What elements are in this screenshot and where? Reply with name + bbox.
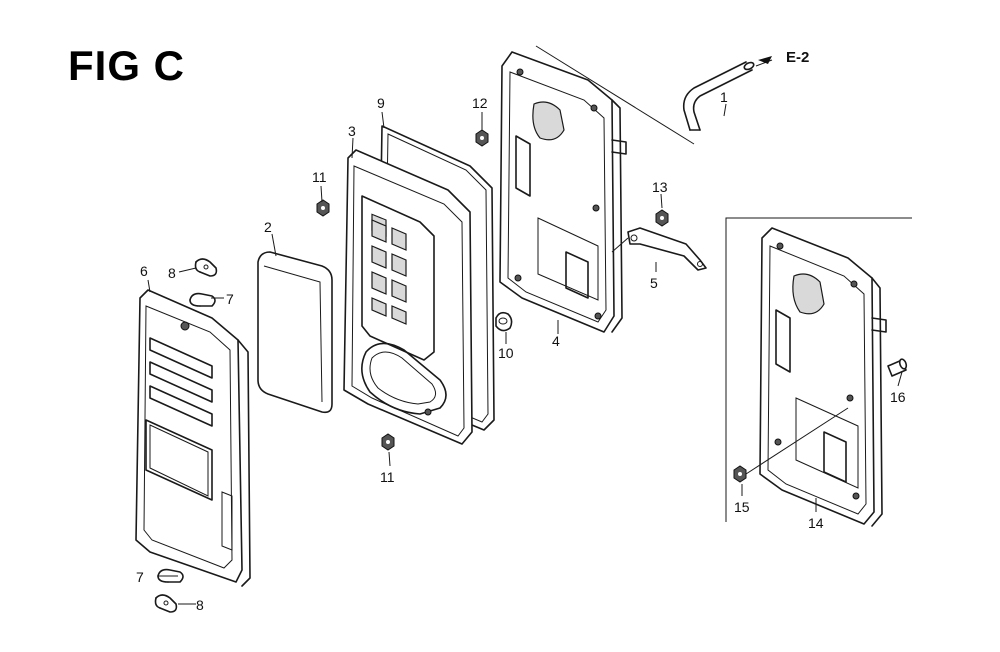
leader-lines — [147, 45, 912, 605]
fastener-11-upper-nut — [316, 199, 330, 217]
callout-10: 10 — [498, 345, 514, 361]
callout-11-upper: 11 — [312, 169, 327, 185]
callout-3: 3 — [348, 123, 356, 139]
callout-14: 14 — [808, 515, 824, 531]
part-1-breather-tube — [682, 61, 755, 131]
callout-15: 15 — [734, 499, 750, 515]
callout-1: 1 — [720, 89, 728, 105]
part-7-upper-clip — [189, 292, 216, 307]
fastener-11-lower-nut — [381, 433, 395, 451]
part-7-lower-clip — [157, 568, 184, 583]
callout-9: 9 — [377, 95, 385, 111]
callout-4: 4 — [552, 333, 560, 349]
part-14-base-plate — [759, 227, 887, 527]
reference-e2: E-2 — [758, 49, 809, 66]
fastener-12-nut — [475, 129, 489, 147]
callout-16: 16 — [890, 389, 906, 405]
callout-7-lower: 7 — [136, 569, 144, 585]
callout-7-upper: 7 — [226, 291, 234, 307]
part-16-pin — [887, 358, 908, 377]
part-2-element — [257, 251, 333, 414]
part-8-upper-clip — [194, 258, 218, 277]
callout-8-upper: 8 — [168, 265, 176, 281]
callout-12: 12 — [472, 95, 488, 111]
callout-8-lower: 8 — [196, 597, 204, 613]
fastener-15-nut — [733, 465, 747, 483]
part-3-air-cleaner-case — [343, 149, 473, 445]
fastener-13-nut — [655, 209, 669, 227]
part-10-grommet — [495, 311, 513, 332]
part-6-air-cleaner-cover — [135, 289, 251, 587]
part-4-base-plate — [499, 51, 627, 333]
callout-5: 5 — [650, 275, 658, 291]
callout-numbers: 1 2 3 4 5 6 7 7 8 8 9 10 11 11 12 13 14 … — [136, 89, 906, 613]
reference-e2-label: E-2 — [786, 49, 809, 66]
callout-11-lower: 11 — [380, 469, 395, 485]
callout-6: 6 — [140, 263, 148, 279]
part-5-stay — [627, 227, 707, 271]
figure-title: FIG C — [68, 42, 185, 89]
part-8-lower-clip — [154, 594, 178, 613]
callout-2: 2 — [264, 219, 272, 235]
callout-13: 13 — [652, 179, 668, 195]
